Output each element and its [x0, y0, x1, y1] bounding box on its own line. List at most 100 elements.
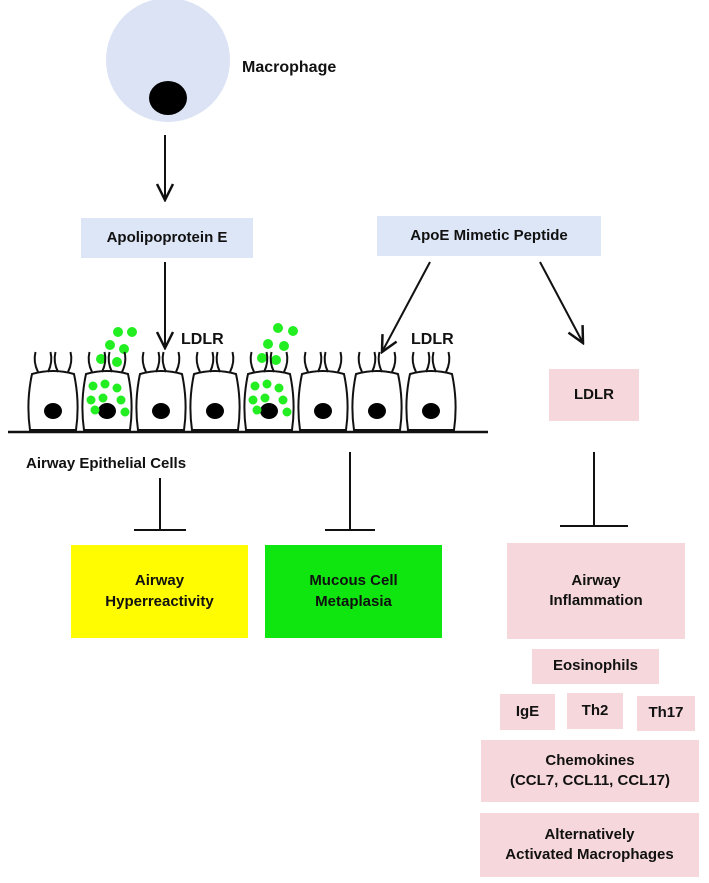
alternatively-activated-macrophages-box: Alternatively Activated Macrophages	[480, 813, 699, 877]
mucous-cell-metaplasia-line2: Metaplasia	[315, 592, 392, 610]
arrow-peptide-to-ldlr	[382, 261, 431, 352]
cilium	[53, 351, 59, 373]
cilium	[391, 351, 397, 373]
epithelial-cell	[189, 351, 241, 431]
airway-hyperreactivity-box: Airway Hyperreactivity	[71, 545, 248, 638]
cilium	[215, 351, 221, 373]
apoe-particle	[112, 383, 122, 393]
th2-box: Th2	[567, 693, 623, 729]
cilium	[155, 351, 161, 373]
mucous-cell-metaplasia-line1: Mucous Cell	[309, 572, 398, 590]
apoe-particle	[278, 395, 288, 405]
eosinophils-label: Eosinophils	[552, 657, 638, 675]
apoe-particle	[248, 395, 258, 405]
th17-label: Th17	[648, 704, 684, 722]
cilium	[175, 351, 181, 373]
cell-nucleus	[314, 403, 332, 419]
inhibit-hyperreactivity	[134, 478, 186, 531]
mucous-cell-metaplasia-box: Mucous Cell Metaplasia	[265, 545, 442, 638]
chemokines-line2: (CCL7, CCL11, CCL17)	[509, 772, 671, 789]
cilium	[357, 351, 363, 373]
cilium	[87, 351, 93, 373]
cilium	[445, 351, 451, 373]
apoe-mimetic-peptide-box: ApoE Mimetic Peptide	[377, 216, 601, 256]
epithelial-cell	[351, 351, 403, 431]
macrophage-cell	[106, 0, 230, 122]
chemokines-line1: Chemokines	[545, 751, 635, 769]
macrophage-label: Macrophage	[242, 59, 336, 76]
cilium	[377, 351, 383, 373]
cilium	[121, 351, 127, 373]
apoe-particles-left	[96, 327, 137, 367]
apoe-particle	[100, 379, 110, 389]
epithelial-cell	[81, 351, 133, 431]
airway-epithelium	[27, 351, 457, 431]
epithelial-cell	[297, 351, 349, 431]
ldlr-box: LDLR	[549, 369, 639, 421]
cilium	[431, 351, 437, 373]
cilium	[33, 351, 39, 373]
cilium	[337, 351, 343, 373]
apoe-particles-right	[257, 323, 298, 365]
cilium	[229, 351, 235, 373]
cell-nucleus	[206, 403, 224, 419]
ige-box: IgE	[500, 694, 555, 730]
cell-nucleus	[152, 403, 170, 419]
epithelial-cell	[243, 351, 295, 431]
apoe-particle	[252, 405, 262, 415]
apoe-particle	[120, 407, 130, 417]
cell-nucleus	[44, 403, 62, 419]
ldlr-label-right: LDLR	[411, 331, 454, 348]
cilium	[141, 351, 147, 373]
inhibit-inflammation	[560, 452, 628, 527]
cilium	[101, 351, 107, 373]
apoe-particle	[86, 395, 96, 405]
epithelial-cell	[27, 351, 79, 431]
airway-inflammation-line2: Inflammation	[549, 592, 643, 609]
cilium	[67, 351, 73, 373]
apoe-particle	[98, 393, 108, 403]
apoe-particle	[282, 407, 292, 417]
apoe-mimetic-peptide-label: ApoE Mimetic Peptide	[410, 226, 568, 244]
apoe-particle	[88, 381, 98, 391]
airway-hyperreactivity-line2: Hyperreactivity	[105, 592, 214, 610]
ldlr-label-left: LDLR	[181, 331, 224, 348]
cilium	[161, 351, 167, 373]
cilium	[411, 351, 417, 373]
apoe-particle	[116, 395, 126, 405]
apoe-particle	[274, 383, 284, 393]
th17-box: Th17	[637, 696, 695, 731]
cilium	[323, 351, 329, 373]
cilium	[283, 351, 289, 373]
cilium	[249, 351, 255, 373]
apoe-particle	[250, 381, 260, 391]
airway-epithelial-cells-label: Airway Epithelial Cells	[26, 455, 186, 472]
cilium	[425, 351, 431, 373]
cell-nucleus	[98, 403, 116, 419]
cell-nucleus	[260, 403, 278, 419]
cell-nucleus	[368, 403, 386, 419]
apolipoprotein-e-box: Apolipoprotein E	[81, 218, 253, 258]
cilium	[209, 351, 215, 373]
chemokines-box: Chemokines (CCL7, CCL11, CCL17)	[481, 740, 699, 802]
alternatively-activated-macrophages-line1: Alternatively	[544, 825, 635, 843]
th2-label: Th2	[581, 701, 609, 719]
apoe-particle	[262, 379, 272, 389]
apolipoprotein-e-label: Apolipoprotein E	[106, 228, 228, 246]
epithelial-cell	[405, 351, 457, 431]
ige-label: IgE	[515, 702, 540, 720]
epithelial-cell	[135, 351, 187, 431]
inhibit-mucous-metaplasia	[325, 452, 375, 531]
cilium	[107, 351, 113, 373]
ldlr-box-label: LDLR	[574, 385, 614, 403]
cilium	[263, 351, 269, 373]
apoe-particle	[90, 405, 100, 415]
cilium	[371, 351, 377, 373]
cilium	[47, 351, 53, 373]
arrow-peptide-to-ldlr-box	[539, 261, 583, 343]
airway-hyperreactivity-line1: Airway	[134, 572, 185, 590]
airway-inflammation-line1: Airway	[571, 571, 621, 589]
alternatively-activated-macrophages-line2: Activated Macrophages	[505, 846, 674, 863]
